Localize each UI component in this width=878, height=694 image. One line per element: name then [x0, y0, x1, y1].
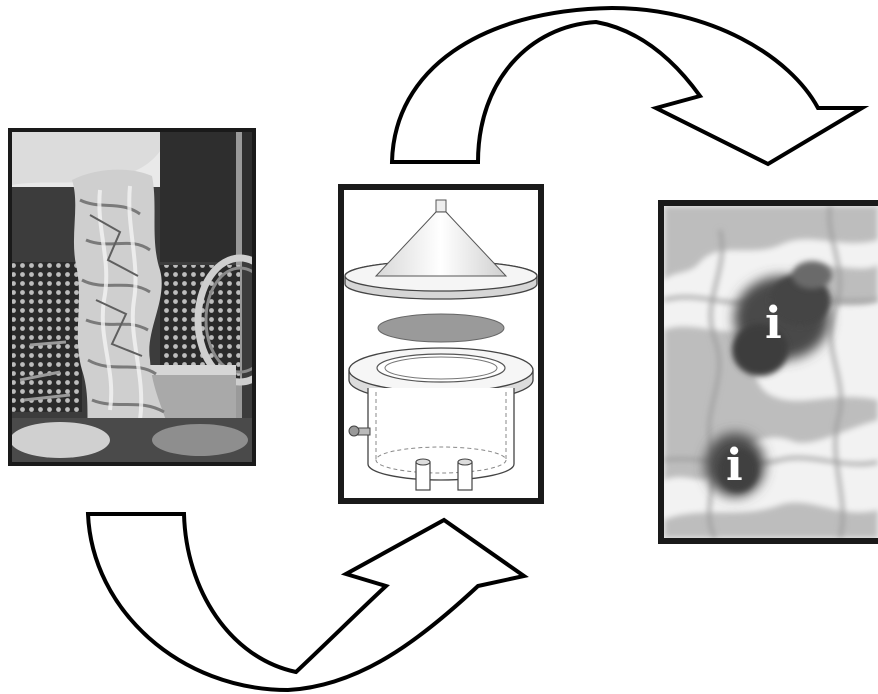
- photo-panel: [8, 128, 282, 466]
- bottom-curved-arrow: [88, 514, 524, 690]
- micrograph-image: i i: [664, 206, 878, 538]
- apparatus-panel: [338, 184, 544, 504]
- micrograph-panel: i i: [658, 200, 878, 544]
- label-i-lower: i: [726, 440, 743, 491]
- top-curved-arrow: [392, 8, 862, 164]
- photo-image: [10, 132, 282, 462]
- label-i-upper: i: [765, 298, 782, 349]
- filter-disc: [378, 314, 504, 342]
- base-vessel-drawing: [349, 348, 533, 490]
